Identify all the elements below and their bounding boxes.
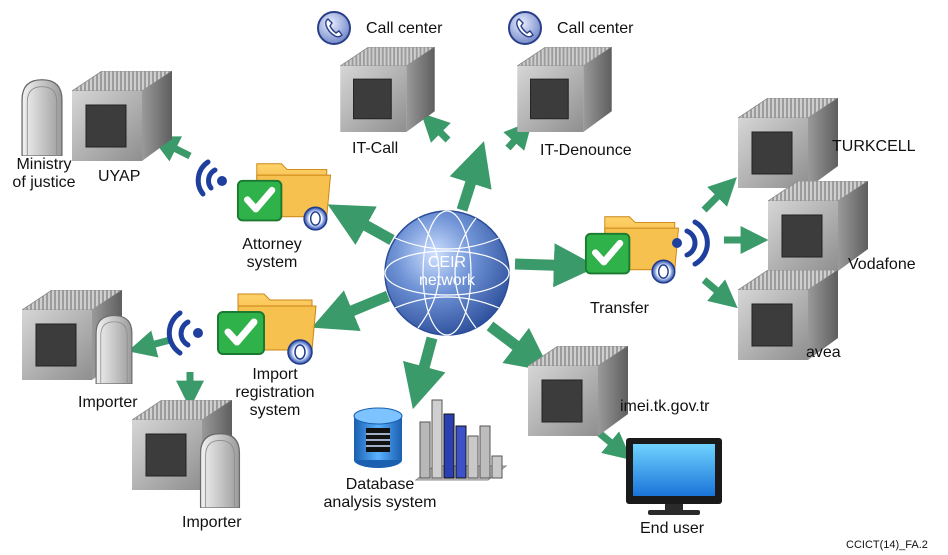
database-label-line1: Database	[345, 476, 415, 493]
ceir-label-line2: network	[418, 272, 476, 289]
server-icon-it-call	[340, 47, 435, 132]
arrow-to-uyap	[150, 136, 192, 162]
import-label-line1: Import	[252, 366, 298, 383]
ceir-network-label: CEIR network	[410, 254, 484, 290]
it-denounce-label: IT-Denounce	[540, 142, 632, 159]
arrow-to-avea	[701, 277, 738, 309]
arrow-to-attorney	[327, 204, 395, 245]
arrow-to-turkcell	[701, 177, 737, 213]
folder-check-icon-import	[218, 294, 316, 364]
bar-chart-icon	[414, 399, 508, 481]
folder-check-icon-attorney	[238, 164, 331, 230]
wireless-icon-transfer	[672, 219, 710, 267]
call-center-label-right: Call center	[557, 20, 634, 37]
server-icon-turkcell	[738, 98, 838, 188]
arrow-to-it-call	[421, 113, 451, 143]
server-icon-imei	[528, 346, 628, 436]
ministry-label-line2: of justice	[12, 174, 76, 191]
tombstone-icon-importer-2	[199, 433, 241, 508]
wireless-icon-import	[166, 310, 203, 356]
database-icon	[353, 407, 403, 468]
end-user-label: End user	[640, 520, 705, 537]
tombstone-icon-importer-1	[95, 314, 133, 384]
attorney-system-label: Attorney system	[230, 236, 314, 272]
vodafone-label: Vodafone	[848, 256, 916, 273]
connection-arrows	[127, 113, 769, 461]
arrow-to-monitor	[595, 429, 632, 461]
arrow-to-imei	[486, 321, 551, 372]
phone-icon-call-center-right	[508, 11, 542, 45]
transfer-label: Transfer	[590, 300, 649, 317]
ceir-label-line1: CEIR	[427, 254, 467, 271]
wireless-icon-attorney	[195, 159, 227, 197]
turkcell-label: TURKCELL	[832, 138, 916, 155]
globe-icon	[384, 210, 510, 336]
arrow-to-database	[403, 336, 446, 410]
arrow-to-importer-1	[127, 330, 171, 358]
importer-label-2: Importer	[182, 514, 242, 531]
import-registration-label: Import registration system	[222, 366, 328, 420]
figure-id: CCICT(14)_FA.2	[846, 539, 928, 551]
server-icon-uyap	[72, 71, 172, 161]
importer-label-1: Importer	[78, 394, 138, 411]
tombstone-icon-ministry	[21, 79, 63, 156]
import-label-line2: registration	[235, 384, 315, 401]
arrow-to-transfer	[514, 243, 598, 288]
uyap-label: UYAP	[98, 168, 141, 185]
avea-label: avea	[806, 344, 841, 361]
arrow-to-it-call-side	[449, 141, 492, 212]
arrow-to-import	[311, 290, 391, 332]
attorney-label-line1: Attorney	[242, 236, 302, 253]
folder-check-icon-transfer	[586, 217, 679, 283]
database-label-line2: analysis system	[323, 494, 437, 511]
it-call-label: IT-Call	[352, 140, 399, 157]
arrow-to-it-denounce	[503, 120, 533, 151]
ministry-label-line1: Ministry	[16, 156, 72, 173]
ministry-label: Ministry of justice	[8, 156, 80, 192]
import-label-line3: system	[249, 402, 301, 419]
server-icon-it-denounce	[517, 47, 612, 132]
database-analysis-label: Database analysis system	[300, 476, 460, 512]
phone-icon-call-center-left	[317, 11, 351, 45]
imei-label: imei.tk.gov.tr	[620, 398, 710, 415]
monitor-icon	[626, 438, 722, 515]
attorney-label-line2: system	[246, 254, 298, 271]
call-center-label-left: Call center	[366, 20, 443, 37]
